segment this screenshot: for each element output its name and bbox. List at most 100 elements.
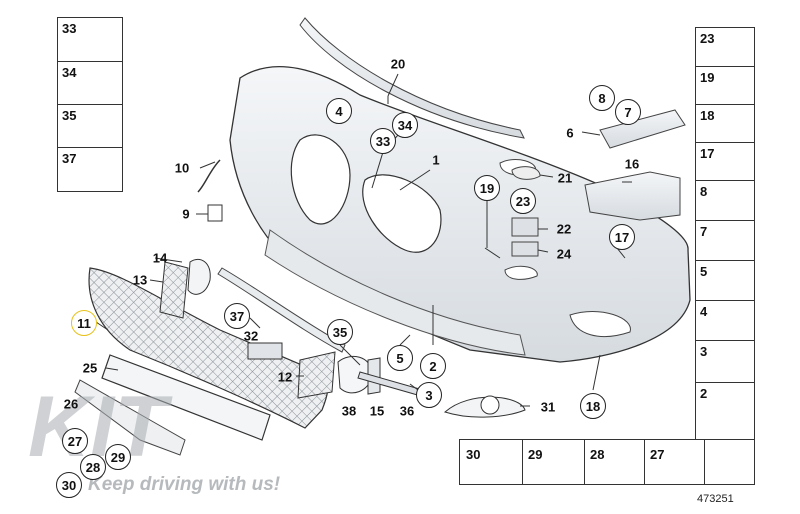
right-box-cell: 8 (696, 180, 754, 221)
watermark-logo: KIT (28, 379, 173, 468)
bottom-hardware-box: 30 29 28 27 (459, 439, 755, 485)
callout-24: 24 (556, 246, 572, 262)
callout-33: 33 (370, 128, 396, 154)
callout-10: 10 (174, 160, 190, 176)
left-box-label: 34 (62, 65, 77, 80)
callout-13: 13 (132, 272, 148, 288)
lower-intake (264, 229, 526, 356)
right-box-label: 8 (700, 184, 708, 199)
clip-9 (207, 204, 223, 222)
right-box-cell: 18 (696, 104, 754, 143)
right-box-cell: 23 (696, 28, 754, 66)
fog-opening-right (569, 311, 631, 337)
right-box-cell: 19 (696, 66, 754, 105)
callout-14: 14 (152, 250, 168, 266)
callout-32: 32 (243, 328, 259, 344)
callout-34: 34 (392, 112, 418, 138)
callout-2: 2 (420, 353, 446, 379)
callout-23: 23 (510, 188, 536, 214)
right-box-label: 19 (700, 70, 715, 85)
washer-cover-lower (504, 265, 538, 280)
callout-5: 5 (387, 345, 413, 371)
air-duct (584, 171, 681, 221)
callout-15: 15 (369, 403, 385, 419)
upper-trim-strip (299, 17, 525, 139)
left-box-label: 37 (62, 151, 77, 166)
right-box-label: 23 (700, 31, 715, 46)
callout-17: 17 (609, 224, 635, 250)
callout-9: 9 (182, 206, 190, 222)
left-box-cell: 37 (58, 147, 122, 192)
right-box-label: 18 (700, 108, 715, 123)
callout-19: 19 (474, 175, 500, 201)
callout-11: 11 (71, 310, 97, 336)
bottom-box-label: 28 (590, 447, 605, 462)
diagram-number: 473251 (697, 493, 734, 505)
callout-7: 7 (615, 99, 641, 125)
callout-12: 12 (277, 369, 293, 385)
callout-1: 1 (432, 152, 440, 168)
right-box-cell: 3 (696, 340, 754, 383)
holder-22 (511, 217, 539, 237)
bracket-32 (247, 342, 283, 360)
kidney-grille-left (290, 134, 351, 225)
callout-20: 20 (390, 56, 406, 72)
sensor-cable (197, 159, 221, 193)
right-box-cell: 2 (696, 382, 754, 447)
left-hardware-box: 33 34 35 37 (57, 17, 123, 192)
right-box-label: 4 (700, 304, 708, 319)
holder-24 (511, 241, 539, 257)
callout-26: 26 (63, 396, 79, 412)
side-bracket (599, 109, 686, 149)
callout-29: 29 (105, 444, 131, 470)
callout-28: 28 (80, 454, 106, 480)
kidney-grille-right (362, 174, 442, 253)
callout-21: 21 (557, 170, 573, 186)
left-box-label: 35 (62, 108, 77, 123)
callout-25: 25 (82, 360, 98, 376)
washer-cap (511, 166, 541, 180)
callout-30: 30 (56, 472, 82, 498)
bottom-box-cell: 30 (460, 440, 523, 484)
bottom-box-cell: 28 (584, 440, 645, 484)
plate-holder (101, 354, 271, 441)
right-box-label: 3 (700, 344, 708, 359)
fog-ring-31 (480, 395, 500, 415)
right-box-cell: 5 (696, 260, 754, 301)
right-box-cell: 17 (696, 142, 754, 181)
fog-cover-14 (187, 258, 211, 295)
watermark-tagline: Keep driving with us! (88, 474, 281, 495)
callout-22: 22 (556, 221, 572, 237)
callout-16: 16 (624, 156, 640, 172)
watermark-logo-text: KIT (28, 379, 173, 468)
callout-27: 27 (62, 428, 88, 454)
fog-grille-12 (297, 351, 336, 399)
left-box-cell: 35 (58, 104, 122, 148)
right-box-cell: 7 (696, 220, 754, 261)
side-grille-13 (159, 261, 189, 319)
lower-lip (74, 379, 186, 456)
callout-38: 38 (341, 403, 357, 419)
callout-4: 4 (326, 98, 352, 124)
left-box-cell: 34 (58, 61, 122, 105)
right-hardware-box: 23 19 18 17 8 7 5 4 3 2 (695, 27, 755, 447)
right-box-label: 7 (700, 224, 708, 239)
left-box-cell: 33 (58, 18, 122, 61)
callout-18: 18 (580, 393, 606, 419)
callout-36: 36 (399, 403, 415, 419)
bottom-box-cell: 29 (522, 440, 585, 484)
right-box-label: 2 (700, 386, 708, 401)
callout-6: 6 (566, 125, 574, 141)
callout-8: 8 (589, 85, 615, 111)
left-box-label: 33 (62, 21, 77, 36)
callout-3: 3 (416, 382, 442, 408)
bottom-box-label: 30 (466, 447, 481, 462)
right-box-label: 5 (700, 264, 708, 279)
callout-31: 31 (540, 399, 556, 415)
right-box-label: 17 (700, 146, 715, 161)
bottom-box-label: 27 (650, 447, 665, 462)
callout-37: 37 (224, 303, 250, 329)
bottom-box-label: 29 (528, 447, 543, 462)
bottom-box-cell: 27 (644, 440, 705, 484)
